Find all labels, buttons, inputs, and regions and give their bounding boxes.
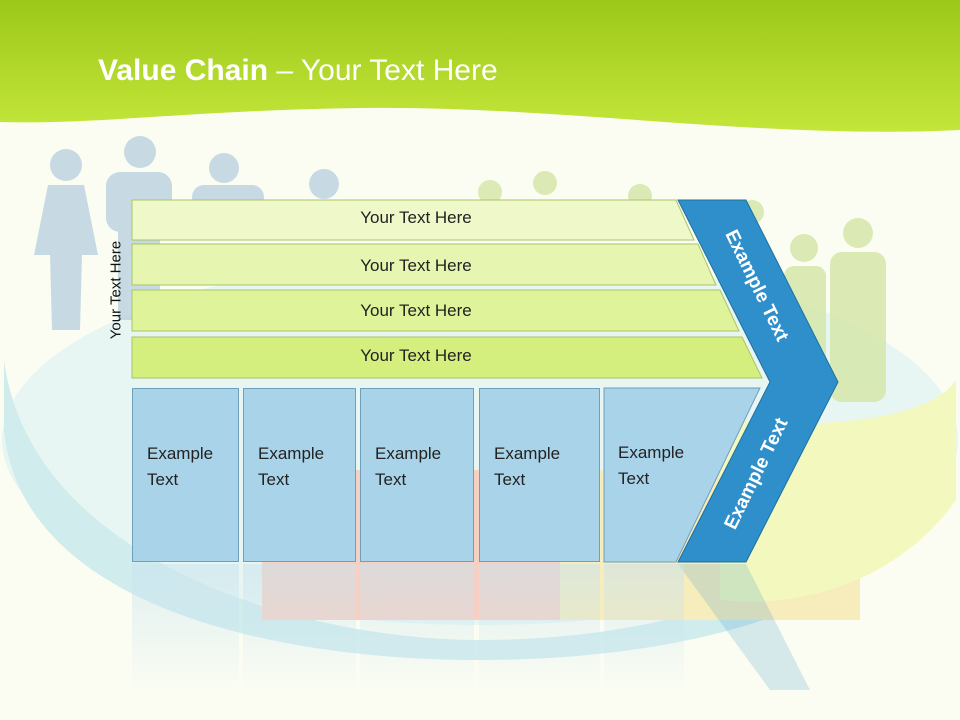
support-band-shapes: [131, 199, 763, 379]
title-bold: Value Chain: [98, 54, 269, 87]
box-reflection: [132, 564, 239, 694]
slide-title: Value Chain – Your Text Here: [98, 54, 498, 88]
box-reflection: [479, 564, 600, 694]
primary-box-5-shape: [603, 387, 761, 563]
support-band-label: Your Text Here: [360, 208, 472, 227]
support-band-label: Your Text Here: [360, 346, 472, 365]
chevron-shape: [677, 199, 839, 563]
title-rest: – Your Text Here: [268, 54, 498, 87]
side-label: Your Text Here: [107, 240, 125, 340]
box-reflection: [360, 564, 474, 694]
support-band-label: Your Text Here: [360, 301, 472, 320]
box-reflection: [243, 564, 356, 694]
box-reflection: [604, 564, 684, 694]
support-band-label: Your Text Here: [360, 256, 472, 275]
chevron-reflection: [678, 564, 810, 690]
header-band: [0, 0, 960, 132]
